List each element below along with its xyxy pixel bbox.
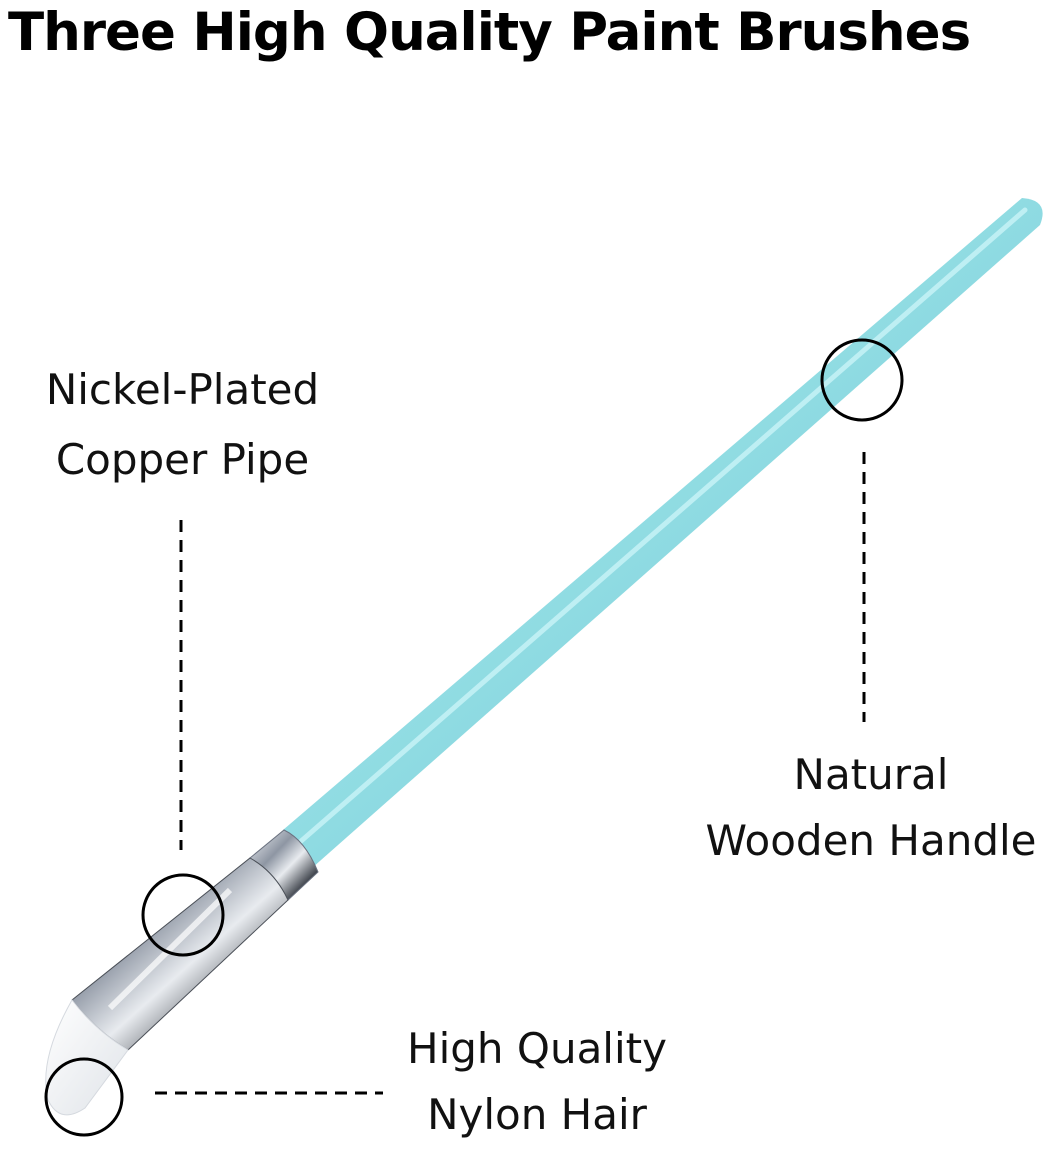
- label-nylon-hair-line2: Nylon Hair: [427, 1090, 647, 1139]
- label-nylon-hair: High Quality Nylon Hair: [392, 1016, 682, 1148]
- label-copper-pipe: Nickel-Plated Copper Pipe: [30, 355, 335, 495]
- ferrule-rings: [249, 829, 319, 901]
- nylon-bristles: [45, 999, 129, 1116]
- callout-circle-hair: [44, 1057, 124, 1137]
- brush: [45, 198, 1043, 1116]
- callout-circle-ferrule: [141, 873, 225, 957]
- wooden-handle: [283, 198, 1043, 868]
- callout-circle-handle: [820, 338, 904, 422]
- label-nylon-hair-line1: High Quality: [407, 1024, 667, 1073]
- label-wooden-handle-line1: Natural: [793, 750, 949, 799]
- label-copper-pipe-line2: Copper Pipe: [55, 435, 310, 484]
- label-copper-pipe-line1: Nickel-Plated: [45, 365, 320, 414]
- page-title: Three High Quality Paint Brushes: [8, 2, 971, 63]
- label-wooden-handle: Natural Wooden Handle: [690, 742, 1052, 874]
- label-wooden-handle-line2: Wooden Handle: [705, 816, 1037, 865]
